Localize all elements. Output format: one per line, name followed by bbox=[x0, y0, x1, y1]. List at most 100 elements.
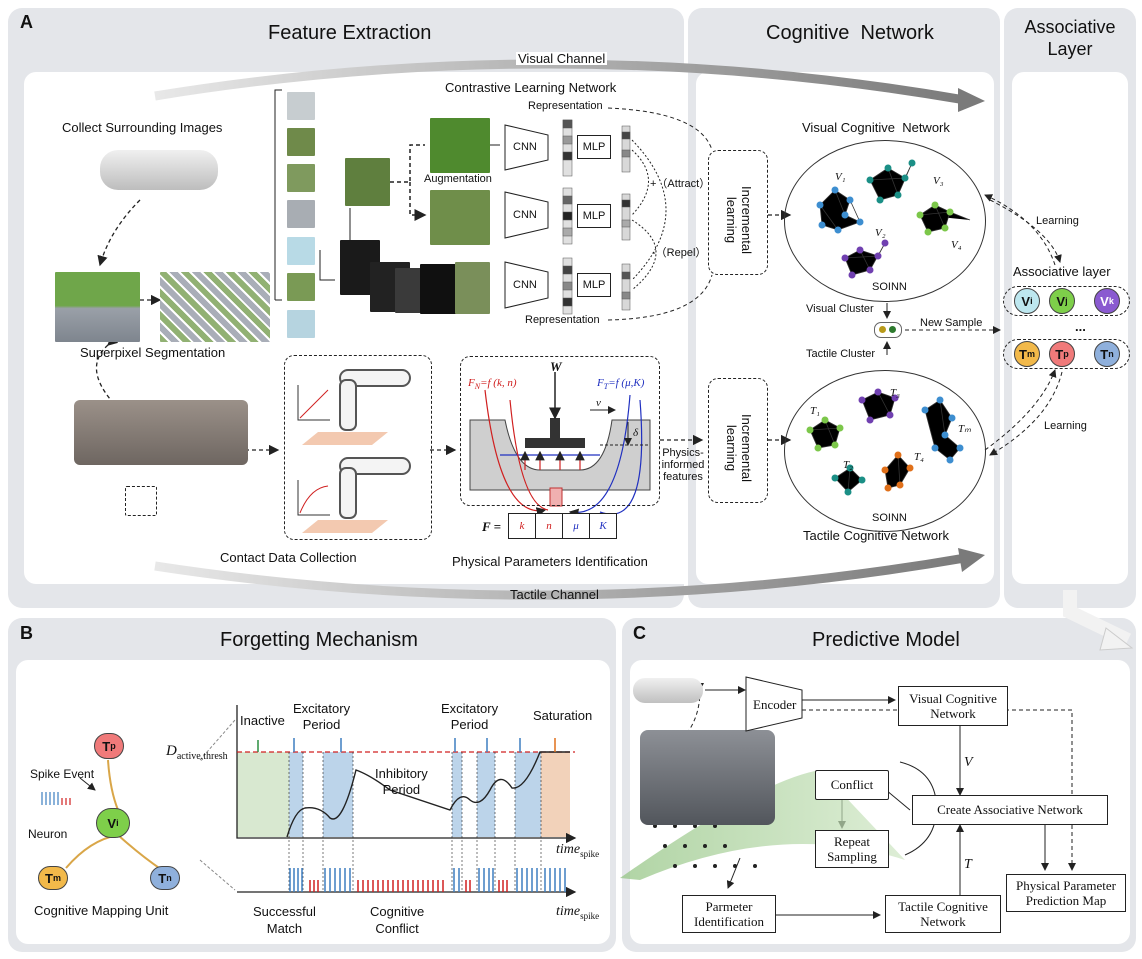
tactile-channel-label: Tactile Channel bbox=[510, 587, 599, 602]
ft-sub: T bbox=[603, 382, 609, 392]
visual-soinn-circle bbox=[784, 140, 986, 302]
tactile-cognitive-network-box: Tactile Cognitive Network bbox=[885, 895, 1001, 933]
patch-3 bbox=[287, 164, 315, 192]
associative-layer-label: Associative layer bbox=[1013, 264, 1111, 279]
cnn-label-1: CNN bbox=[513, 141, 537, 153]
augment-2 bbox=[430, 190, 490, 245]
t-arrow-label: T bbox=[964, 857, 972, 872]
contact-data-label: Contact Data Collection bbox=[220, 550, 357, 565]
associative-ellipsis: ... bbox=[1075, 319, 1086, 334]
d-thresh-label: Dactive,thresh bbox=[166, 744, 228, 762]
encoder-shape bbox=[745, 676, 803, 732]
f-vector: k n μ K bbox=[508, 513, 617, 539]
incremental-learning-visual-text: Incremental learning bbox=[724, 186, 754, 254]
learning-label-bottom: Learning bbox=[1044, 420, 1087, 432]
incremental-learning-tactile: Incremental learning bbox=[708, 378, 768, 503]
neg-5 bbox=[455, 262, 490, 314]
learning-label-top: Learning bbox=[1036, 215, 1079, 227]
cognitive-conflict-label: Cognitive Conflict bbox=[370, 904, 425, 936]
node-vj-main: V bbox=[1056, 293, 1066, 309]
associative-layer-title: Associative Layer bbox=[1024, 17, 1116, 59]
time-main-2: time bbox=[556, 904, 581, 919]
visual-channel-label: Visual Channel bbox=[516, 51, 608, 66]
patch-1 bbox=[287, 92, 315, 120]
node-vk-sub: k bbox=[1108, 296, 1114, 306]
tactile-soinn-circle bbox=[784, 370, 986, 532]
v-label: v bbox=[596, 397, 601, 409]
physical-model-box bbox=[460, 356, 660, 506]
cnn-label-2: CNN bbox=[513, 209, 537, 221]
neg-4 bbox=[420, 264, 460, 314]
visual-cognitive-network-box: Visual Cognitive Network bbox=[898, 686, 1008, 726]
augmentation-label: Augmentation bbox=[424, 173, 492, 185]
augment-1 bbox=[430, 118, 490, 173]
foot-detail-box bbox=[125, 486, 157, 516]
contact-data-box bbox=[284, 355, 432, 540]
associative-visual-row bbox=[1003, 286, 1130, 316]
cognitive-network-title: Cognitive Network bbox=[766, 22, 934, 44]
visual-cognitive-network-label: Visual Cognitive Network bbox=[802, 120, 950, 135]
cnn-label-3: CNN bbox=[513, 279, 537, 291]
fn-equation: FN=f (k, n) bbox=[468, 378, 517, 391]
patch-2 bbox=[287, 128, 315, 156]
excitatory-label-1: Excitatory Period bbox=[293, 701, 351, 732]
prediction-map-box: Physical Parameter Prediction Map bbox=[1006, 874, 1126, 912]
spike-event-label: Spike Event bbox=[30, 767, 95, 781]
f-param-mu: μ bbox=[562, 513, 590, 539]
v2-label: V₂ bbox=[875, 227, 886, 239]
tactile-soinn-label: SOINN bbox=[872, 512, 907, 524]
inactive-label: Inactive bbox=[240, 713, 285, 728]
d-sub: active,thresh bbox=[176, 751, 228, 762]
f-vector-label: F = bbox=[482, 519, 502, 534]
neuron-tp-main: T bbox=[102, 738, 111, 754]
time-main-1: time bbox=[556, 842, 581, 857]
drone-image bbox=[100, 150, 218, 190]
panel-c-title: Predictive Model bbox=[812, 629, 960, 651]
patch-6 bbox=[287, 273, 315, 301]
node-tp-main: T bbox=[1055, 346, 1064, 362]
grass-tile-image bbox=[55, 272, 140, 342]
mlp-box-2: MLP bbox=[577, 204, 611, 228]
time-axis-label-2: timespike bbox=[556, 905, 599, 921]
mlp-box-3: MLP bbox=[577, 273, 611, 297]
saturation-label: Saturation bbox=[533, 708, 593, 723]
hexapod-robot-image bbox=[74, 400, 248, 465]
inhibitory-label: Inhibitory Period bbox=[375, 766, 428, 797]
cluster-dots bbox=[874, 322, 902, 338]
cognitive-mapping-unit-label: Cognitive Mapping Unit bbox=[34, 903, 169, 918]
node-vi-sub: i bbox=[1030, 296, 1033, 306]
successful-match-label: Successful Match bbox=[253, 904, 316, 936]
ft-rhs: =f (μ,K) bbox=[608, 377, 645, 389]
incremental-learning-visual: Incremental learning bbox=[708, 150, 768, 275]
panel-a-letter: A bbox=[20, 12, 33, 32]
t1-label: T₁ bbox=[810, 405, 820, 417]
v1-label: V₁ bbox=[835, 171, 846, 183]
panel-b-title: Forgetting Mechanism bbox=[220, 629, 418, 651]
physics-informed-label: Physics-informed features bbox=[661, 447, 705, 483]
repeat-sampling-box: Repeat Sampling bbox=[815, 830, 889, 868]
attract-label: +（Attract） bbox=[650, 178, 711, 190]
feature-extraction-title: Feature Extraction bbox=[268, 22, 432, 44]
tactile-cognitive-network-label: Tactile Cognitive Network bbox=[803, 528, 949, 543]
node-tp-sub: p bbox=[1063, 349, 1069, 359]
neuron-tn-main: T bbox=[158, 870, 167, 886]
t4-label: T₄ bbox=[914, 451, 924, 463]
neuron-label: Neuron bbox=[28, 827, 68, 841]
node-vi-main: V bbox=[1021, 293, 1031, 309]
node-tm-main: T bbox=[1019, 346, 1027, 362]
t2-label: T₂ bbox=[843, 459, 853, 471]
incremental-learning-tactile-text: Incremental learning bbox=[724, 414, 754, 482]
ft-letter: F bbox=[597, 377, 604, 389]
f-param-n: n bbox=[535, 513, 563, 539]
encoder-block: Encoder bbox=[745, 676, 803, 732]
ft-equation: FT=f (μ,K) bbox=[597, 378, 644, 391]
neuron-tp-sub: p bbox=[110, 741, 116, 751]
node-tm-sub: m bbox=[1026, 349, 1035, 359]
